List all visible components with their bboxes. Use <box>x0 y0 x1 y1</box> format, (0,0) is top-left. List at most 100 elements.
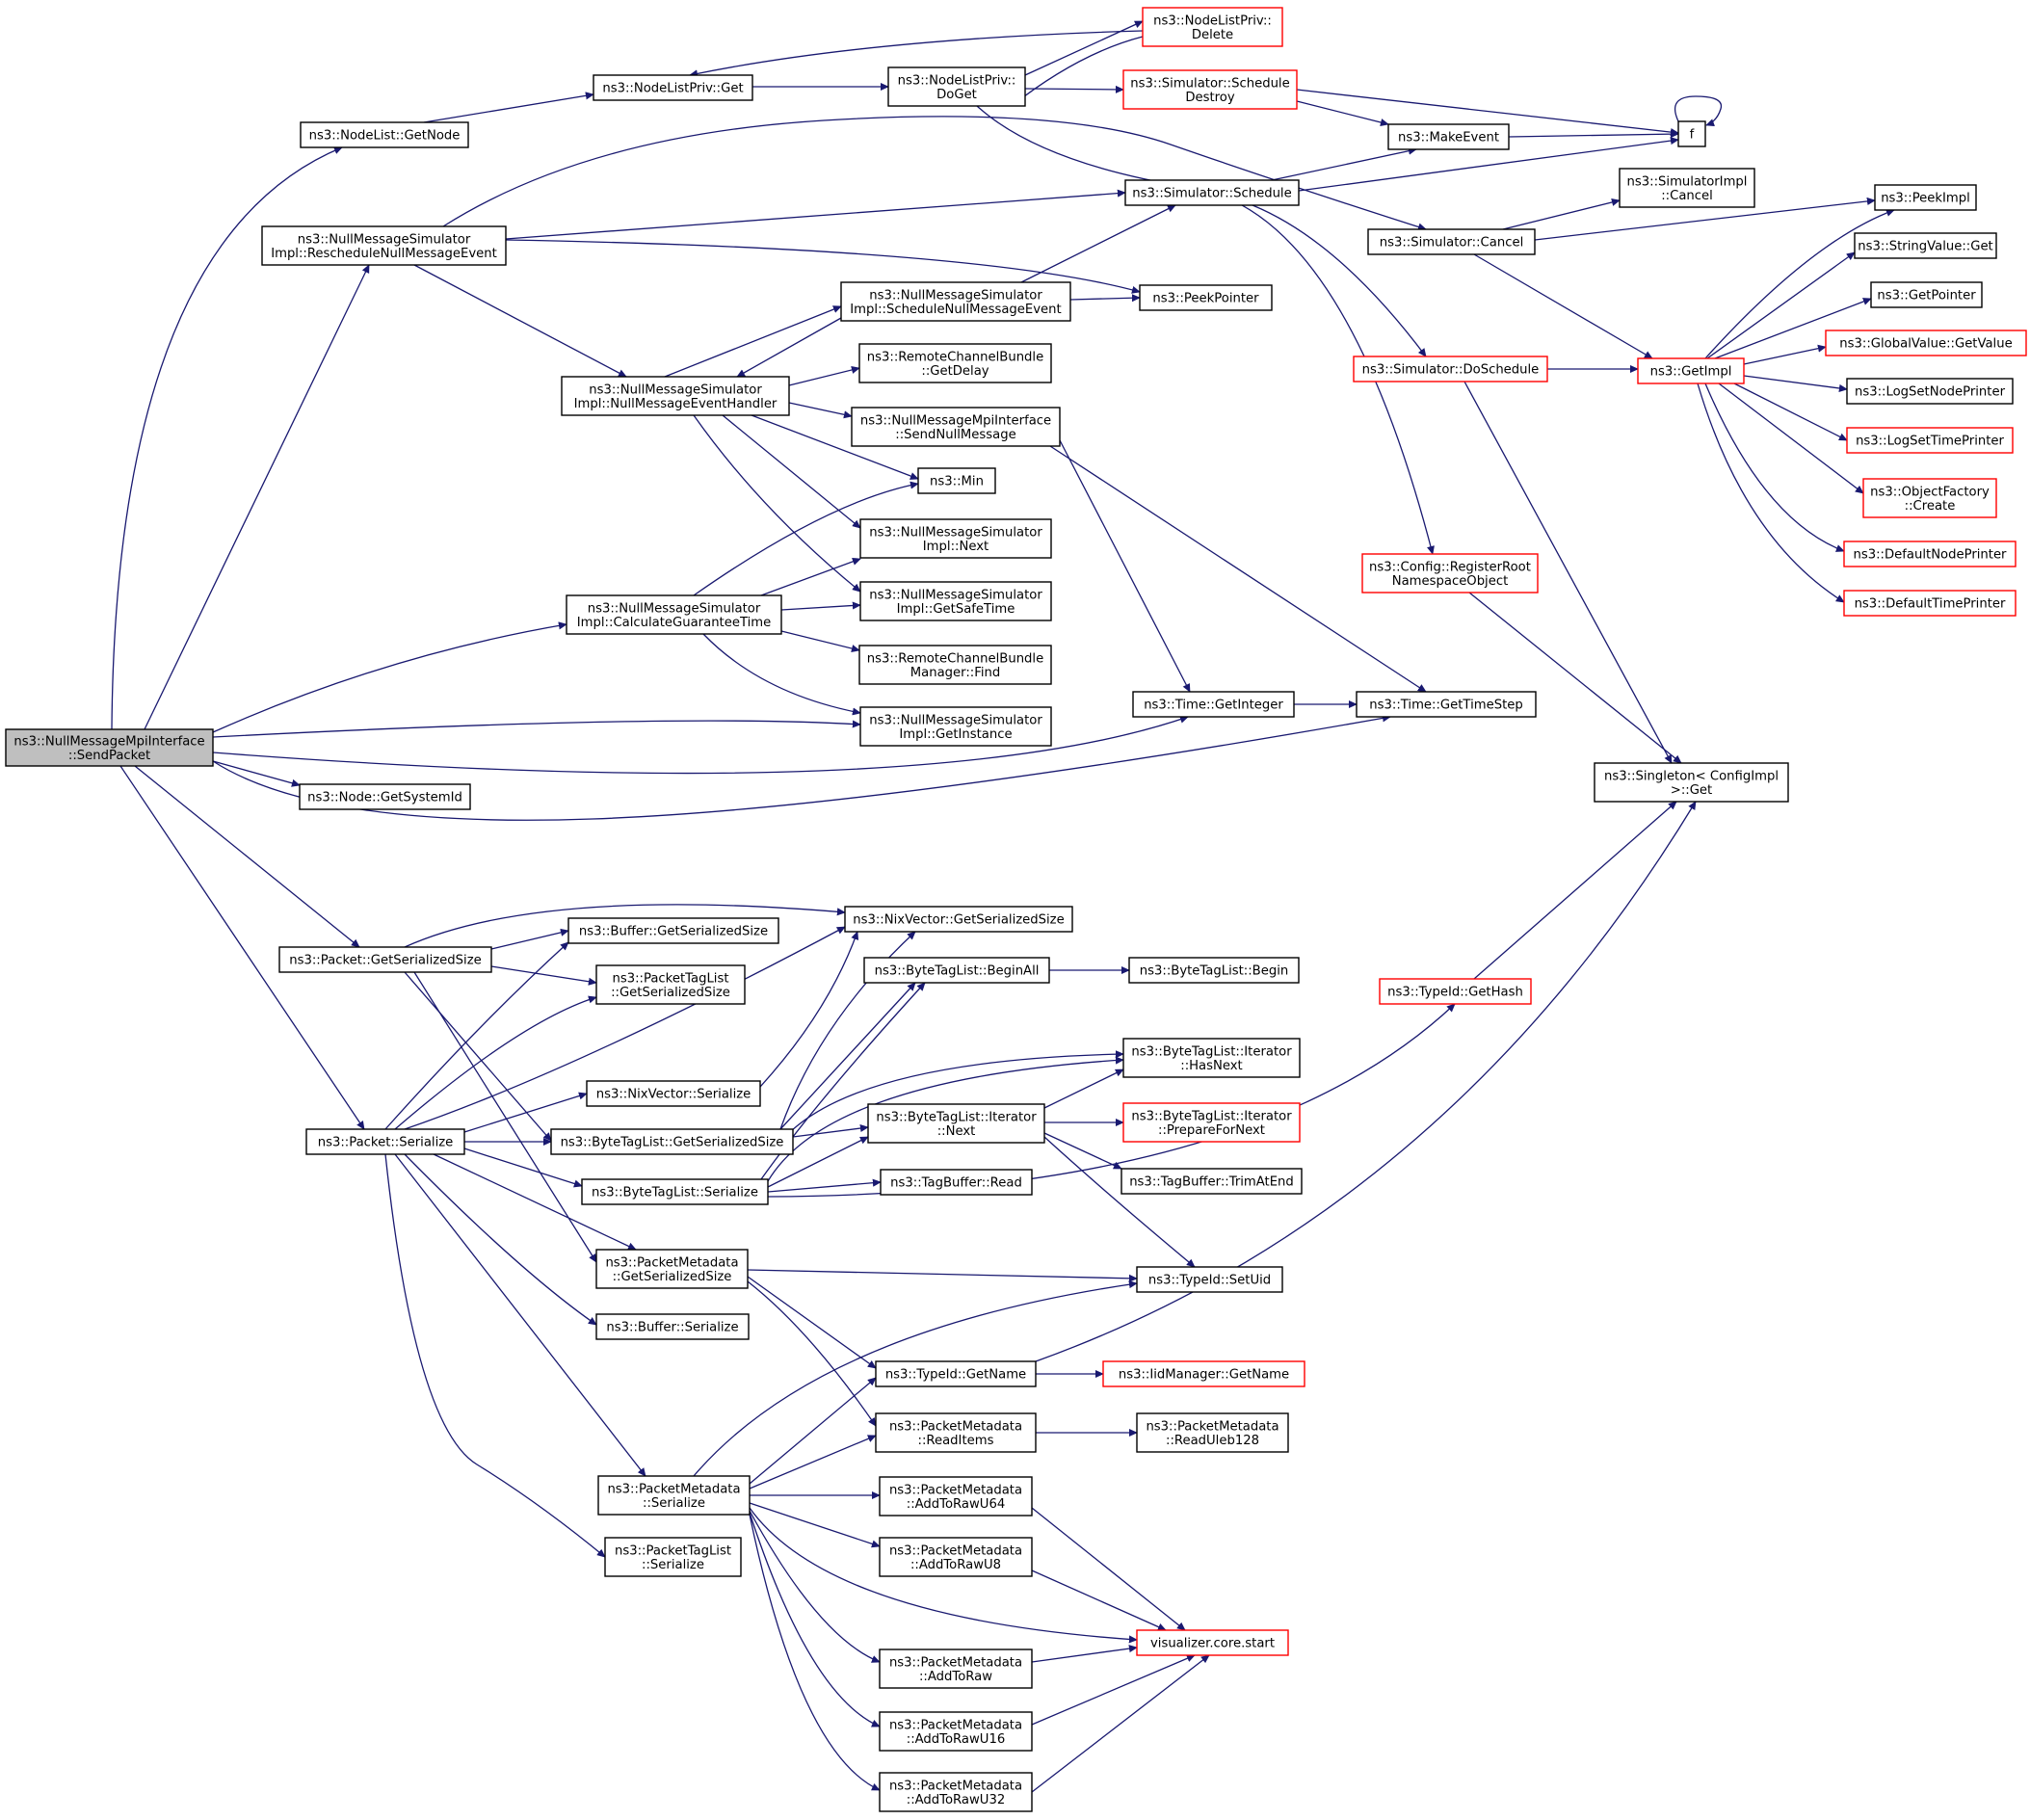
node-label: Delete <box>1192 28 1233 42</box>
node-label: ::SendPacket <box>68 749 150 763</box>
node-label: ns3::DefaultNodePrinter <box>1854 548 2008 563</box>
call-edge-btl_next-to-btl_has_next <box>1043 1068 1124 1109</box>
graph-node-log-set-node[interactable]: ns3::LogSetNodePrinter <box>1846 378 2014 405</box>
graph-node-make-event[interactable]: ns3::MakeEvent <box>1387 123 1510 150</box>
graph-node-tagbuffer-trim[interactable]: ns3::TagBuffer::TrimAtEnd <box>1120 1168 1303 1195</box>
graph-node-singleton-get[interactable]: ns3::Singleton< ConfigImpl >::Get <box>1594 762 1789 803</box>
graph-node-time-get-integer[interactable]: ns3::Time::GetInteger <box>1132 691 1295 718</box>
graph-node-buffer-ser-size[interactable]: ns3::Buffer::GetSerializedSize <box>567 917 779 944</box>
graph-node-vis-start[interactable]: visualizer.core.start <box>1136 1629 1289 1656</box>
graph-node-btl-serialize[interactable]: ns3::ByteTagList::Serialize <box>581 1178 769 1205</box>
graph-node-default-time-printer[interactable]: ns3::DefaultTimePrinter <box>1843 590 2017 617</box>
graph-node-nodelistpriv-get[interactable]: ns3::NodeListPriv::Get <box>593 74 753 101</box>
graph-node-btl-begin-all[interactable]: ns3::ByteTagList::BeginAll <box>863 957 1050 984</box>
node-box <box>1677 120 1706 147</box>
graph-node-rcb-get-delay[interactable]: ns3::RemoteChannelBundle::GetDelay <box>858 343 1052 383</box>
graph-node-global-value-get[interactable]: ns3::GlobalValue::GetValue <box>1825 330 2027 356</box>
graph-node-btl-begin[interactable]: ns3::ByteTagList::Begin <box>1128 957 1300 984</box>
graph-node-pm-add-u64[interactable]: ns3::PacketMetadata::AddToRawU64 <box>879 1476 1033 1517</box>
graph-node-pm-read-uleb[interactable]: ns3::PacketMetadata::ReadUleb128 <box>1136 1412 1289 1453</box>
graph-node-node-system-id[interactable]: ns3::Node::GetSystemId <box>299 783 471 810</box>
graph-node-pm-serialize[interactable]: ns3::PacketMetadata::Serialize <box>597 1475 751 1516</box>
graph-node-tagbuffer-read[interactable]: ns3::TagBuffer::Read <box>880 1169 1033 1196</box>
node-label: ns3::NullMessageMpiInterface <box>860 413 1051 428</box>
call-edge-sim_schedule-to-make_event <box>1271 146 1417 181</box>
graph-node-object-factory-create[interactable]: ns3::ObjectFactory::Create <box>1862 478 1997 518</box>
call-edge-pm_serialize-to-typeid_set_uid <box>693 1280 1138 1477</box>
call-edge-nodelist_getnode-to-nodelistpriv_get <box>423 92 594 123</box>
graph-node-typeid-get-name[interactable]: ns3::TypeId::GetName <box>875 1360 1037 1387</box>
graph-node-pm-add-u32[interactable]: ns3::PacketMetadata::AddToRawU32 <box>879 1772 1033 1812</box>
graph-node-nix-ser-size[interactable]: ns3::NixVector::GetSerializedSize <box>844 906 1073 933</box>
graph-node-nodelistpriv-delete[interactable]: ns3::NodeListPriv::Delete <box>1142 7 1283 47</box>
node-box <box>1124 179 1300 206</box>
graph-node-sched-null[interactable]: ns3::NullMessageSimulatorImpl::ScheduleN… <box>840 281 1071 322</box>
graph-node-typeid-set-uid[interactable]: ns3::TypeId::SetUid <box>1136 1266 1283 1293</box>
graph-node-null-handler[interactable]: ns3::NullMessageSimulatorImpl::NullMessa… <box>561 376 790 416</box>
node-label: ::Serialize <box>642 1558 704 1572</box>
call-edge-nodelistpriv_doget-to-config_register <box>976 105 1435 555</box>
node-label: ::Next <box>937 1124 976 1139</box>
graph-node-log-set-time[interactable]: ns3::LogSetTimePrinter <box>1846 427 2014 454</box>
graph-node-ptl-ser-size[interactable]: ns3::PacketTagList::GetSerializedSize <box>595 964 746 1005</box>
graph-node-get-pointer[interactable]: ns3::GetPointer <box>1870 281 1983 308</box>
call-edge-pm_ser_size-to-typeid_get_name <box>747 1276 877 1369</box>
graph-node-pm-add-raw[interactable]: ns3::PacketMetadata::AddToRaw <box>879 1649 1033 1689</box>
graph-node-buffer-serialize[interactable]: ns3::Buffer::Serialize <box>595 1313 750 1340</box>
call-edge-pm_add_u32-to-vis_start <box>1031 1654 1210 1793</box>
graph-node-pm-add-u16[interactable]: ns3::PacketMetadata::AddToRawU16 <box>879 1711 1033 1752</box>
graph-node-peek-impl[interactable]: ns3::PeekImpl <box>1874 184 1977 211</box>
graph-node-send-null[interactable]: ns3::NullMessageMpiInterface::SendNullMe… <box>851 407 1061 447</box>
graph-node-f[interactable]: f <box>1677 120 1706 147</box>
graph-node-btl-ser-size[interactable]: ns3::ByteTagList::GetSerializedSize <box>550 1128 794 1155</box>
node-label: Impl::GetInstance <box>899 727 1012 742</box>
graph-node-nms-instance[interactable]: ns3::NullMessageSimulatorImpl::GetInstan… <box>859 706 1052 747</box>
node-label: ns3::IidManager::GetName <box>1119 1368 1289 1383</box>
graph-node-nms-safe-time[interactable]: ns3::NullMessageSimulatorImpl::GetSafeTi… <box>859 581 1052 621</box>
graph-node-sim-do-schedule[interactable]: ns3::Simulator::DoSchedule <box>1353 356 1548 382</box>
graph-node-sim-cancel[interactable]: ns3::Simulator::Cancel <box>1367 228 1536 255</box>
graph-node-btl-has-next[interactable]: ns3::ByteTagList::Iterator::HasNext <box>1122 1038 1301 1078</box>
node-label: ::GetSerializedSize <box>611 986 730 1000</box>
node-label: ns3::PacketTagList <box>615 1543 731 1558</box>
graph-node-simimpl-cancel[interactable]: ns3::SimulatorImpl::Cancel <box>1619 168 1755 208</box>
graph-node-default-node-printer[interactable]: ns3::DefaultNodePrinter <box>1843 541 2017 567</box>
node-label: ns3::Singleton< ConfigImpl <box>1604 769 1779 783</box>
graph-node-send-packet[interactable]: ns3::NullMessageMpiInterface::SendPacket <box>5 728 214 767</box>
graph-node-calc-guarantee[interactable]: ns3::NullMessageSimulatorImpl::Calculate… <box>566 594 782 635</box>
node-label: ns3::ObjectFactory <box>1870 485 1990 499</box>
graph-node-nodelistpriv-doget[interactable]: ns3::NodeListPriv::DoGet <box>887 66 1026 107</box>
graph-node-pm-ser-size[interactable]: ns3::PacketMetadata::GetSerializedSize <box>595 1249 749 1289</box>
graph-node-resched-null[interactable]: ns3::NullMessageSimulatorImpl::Reschedul… <box>261 225 507 266</box>
node-label: Impl::NullMessageEventHandler <box>574 397 778 411</box>
graph-node-get-impl[interactable]: ns3::GetImpl <box>1637 357 1745 384</box>
graph-node-nix-serialize[interactable]: ns3::NixVector::Serialize <box>586 1080 761 1107</box>
call-edge-pm_serialize-to-pm_read_items <box>749 1435 877 1490</box>
graph-node-pm-read-items[interactable]: ns3::PacketMetadata::ReadItems <box>875 1412 1037 1453</box>
node-label: ns3::MakeEvent <box>1398 131 1499 145</box>
node-label: Manager::Find <box>910 666 1000 680</box>
graph-node-iid-get-name[interactable]: ns3::IidManager::GetName <box>1102 1360 1305 1387</box>
graph-node-nodelist-getnode[interactable]: ns3::NodeList::GetNode <box>300 121 469 148</box>
node-box <box>917 467 996 494</box>
call-edge-send_packet-to-time_get_integer <box>212 715 1189 775</box>
graph-node-time-get-step[interactable]: ns3::Time::GetTimeStep <box>1356 691 1537 718</box>
graph-node-pm-add-u8[interactable]: ns3::PacketMetadata::AddToRawU8 <box>879 1537 1033 1577</box>
graph-node-btl-next[interactable]: ns3::ByteTagList::Iterator::Next <box>867 1103 1045 1144</box>
graph-node-packet-ser-size[interactable]: ns3::Packet::GetSerializedSize <box>278 946 492 973</box>
node-box <box>879 1537 1033 1577</box>
graph-node-peek-pointer[interactable]: ns3::PeekPointer <box>1139 284 1273 311</box>
graph-node-sim-schedule[interactable]: ns3::Simulator::Schedule <box>1124 179 1300 206</box>
graph-node-min[interactable]: ns3::Min <box>917 467 996 494</box>
graph-node-typeid-hash[interactable]: ns3::TypeId::GetHash <box>1379 978 1532 1005</box>
graph-node-packet-serialize[interactable]: ns3::Packet::Serialize <box>305 1128 465 1155</box>
graph-node-string-value-get[interactable]: ns3::StringValue::Get <box>1854 232 1997 259</box>
graph-node-btl-prepare[interactable]: ns3::ByteTagList::Iterator::PrepareForNe… <box>1122 1102 1301 1143</box>
graph-node-ptl-serialize[interactable]: ns3::PacketTagList::Serialize <box>604 1537 742 1577</box>
node-label: ns3::Buffer::Serialize <box>606 1321 738 1335</box>
call-edge-typeid_hash-to-singleton_get <box>1473 801 1677 980</box>
